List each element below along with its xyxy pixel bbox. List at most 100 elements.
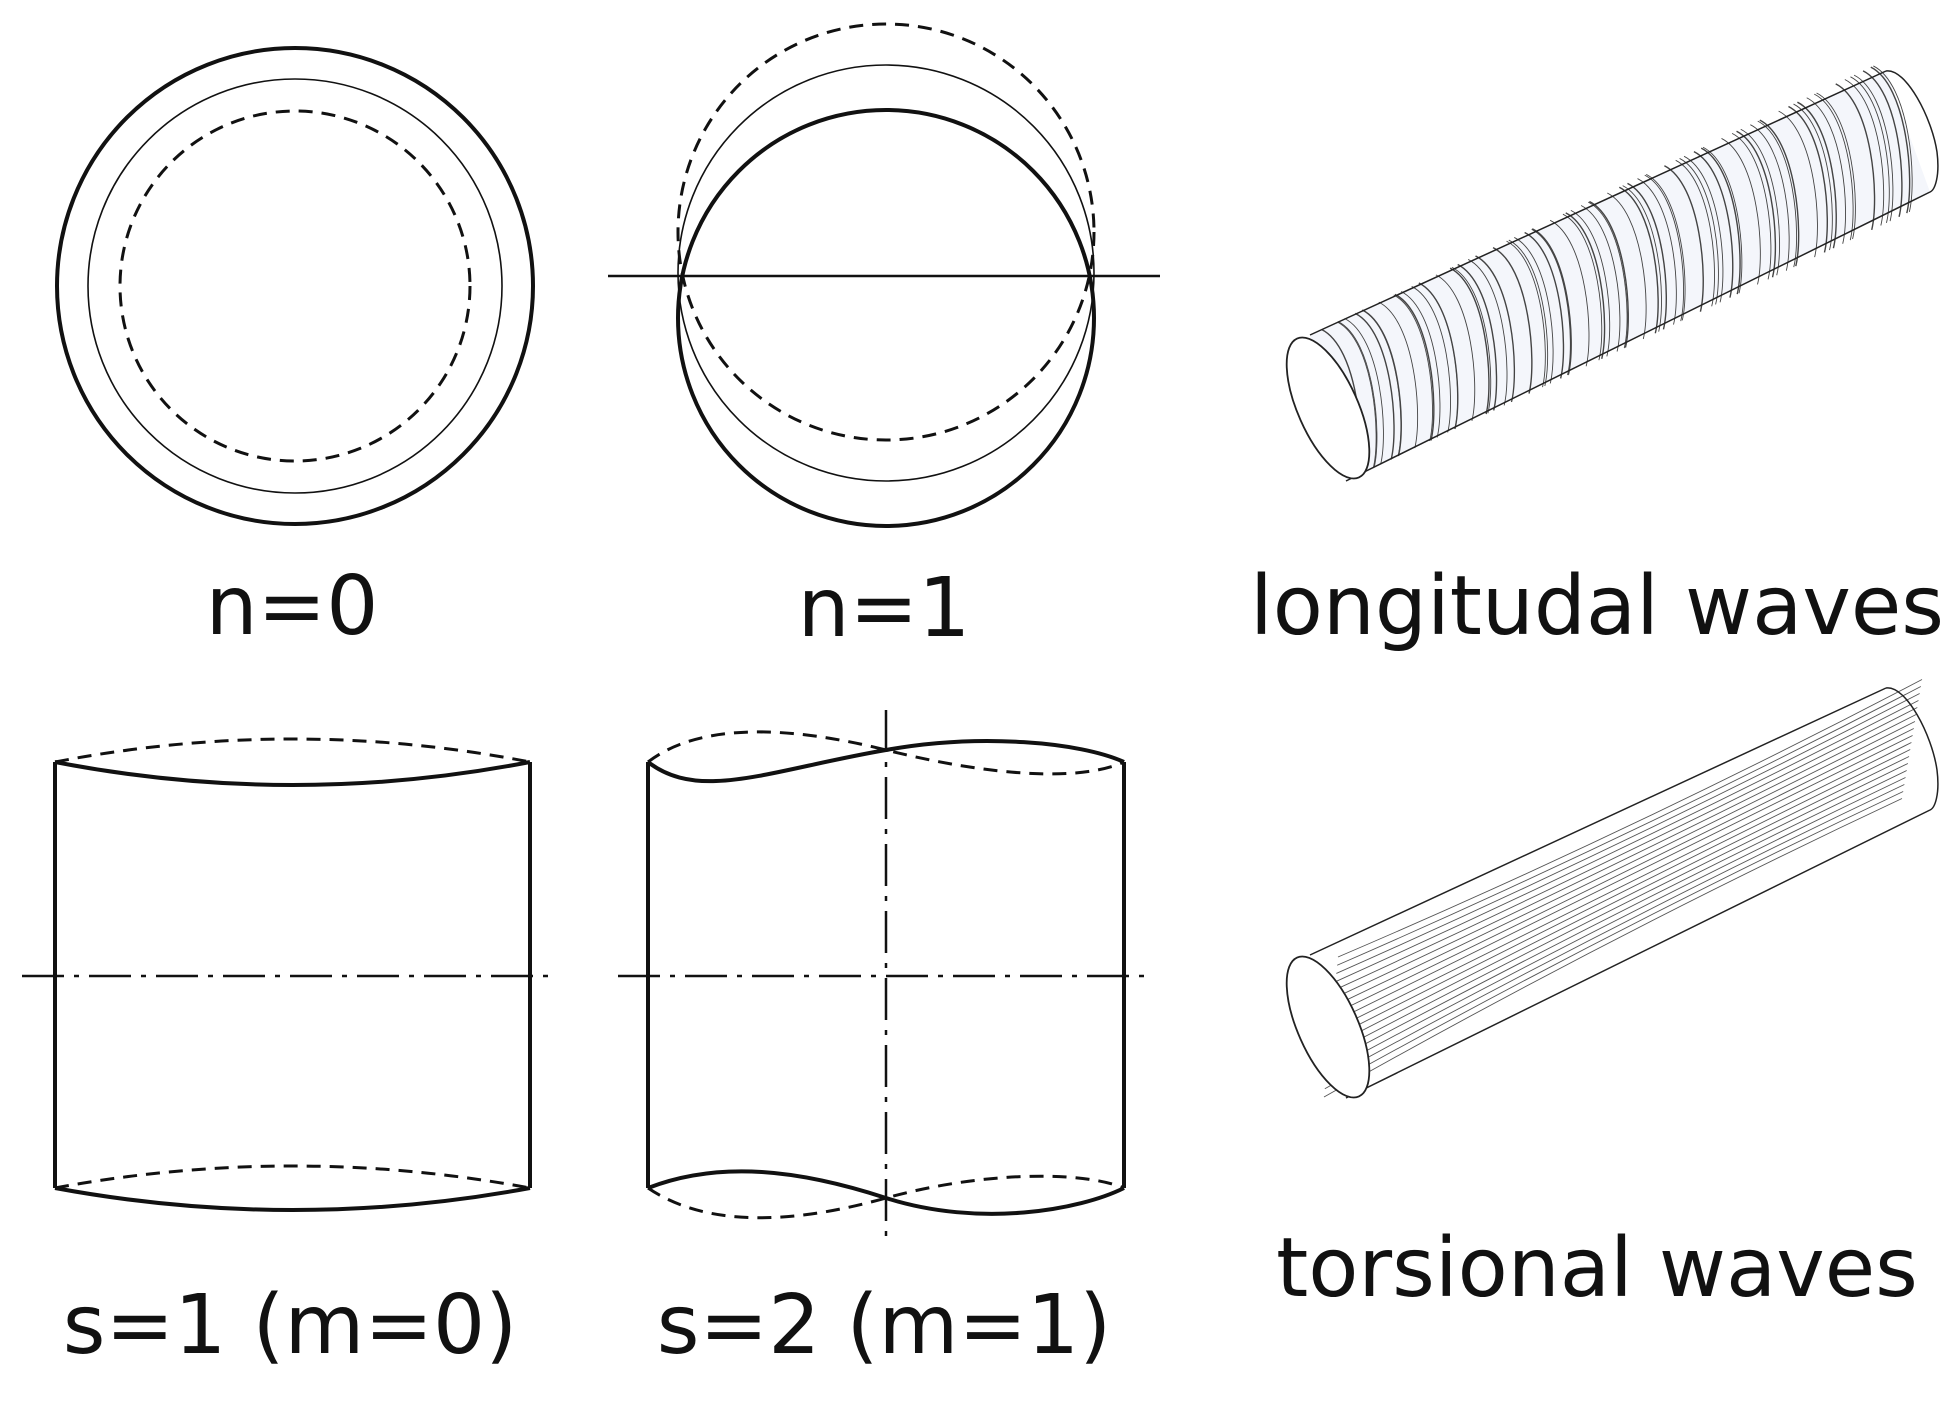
- label-n0: n=0: [205, 559, 379, 654]
- longitudinal-ring-line: [1693, 150, 1734, 298]
- longitudinal-ring-line: [1844, 79, 1885, 226]
- torsional-helix-line: [1329, 749, 1911, 1040]
- longitudinal-ring-line: [1797, 101, 1837, 249]
- longitudinal-ring-line: [1337, 321, 1378, 468]
- longitudinal-ring-line: [1580, 205, 1621, 352]
- longitudinal-ring-line: [1400, 291, 1441, 438]
- torsional-helix-line: [1323, 798, 1903, 1098]
- n0-reference-circle: [87, 78, 503, 494]
- longitudinal-ring-line: [1449, 267, 1490, 415]
- mode-s1-figure: [22, 737, 552, 1212]
- torsional-rod-far-end: [1885, 687, 1939, 811]
- longitudinal-ring-line: [1467, 259, 1508, 406]
- longitudinal-ring-line: [1549, 219, 1590, 367]
- n1-reference-circle: [677, 64, 1095, 482]
- longitudinal-ring-line: [1378, 301, 1419, 449]
- longitudinal-ring-line: [1675, 159, 1715, 307]
- s2-bottom-dashed-wave: [647, 1174, 1125, 1220]
- label-n1: n=1: [797, 561, 971, 656]
- torsional-helix-line: [1333, 714, 1917, 999]
- torsional-twist-lines: [1323, 679, 1923, 1098]
- longitudinal-ring-line: [1778, 110, 1818, 258]
- longitudinal-ring-line: [1531, 228, 1572, 376]
- longitudinal-ring-line: [1736, 130, 1777, 278]
- longitudinal-ring-line: [1570, 209, 1611, 357]
- s1-bottom-dashed-arc: [54, 1164, 531, 1190]
- longitudinal-ring-line: [1702, 146, 1743, 294]
- mode-n1-figure: [608, 22, 1160, 528]
- longitudinal-ring-line: [1337, 321, 1377, 469]
- longitudinal-rod-figure: [1285, 65, 1939, 482]
- torsional-helix-line: [1337, 686, 1922, 966]
- longitudinal-ring-line: [1562, 213, 1603, 361]
- torsional-helix-line: [1336, 693, 1920, 974]
- longitudinal-ring-line: [1618, 186, 1659, 334]
- longitudinal-ring-line: [1524, 231, 1565, 379]
- longitudinal-ring-line: [1607, 192, 1647, 340]
- longitudinal-compression-lines: [1321, 65, 1913, 476]
- torsional-helix-line: [1335, 700, 1919, 983]
- n1-upper-dashed-circle: [676, 22, 1096, 442]
- torsional-helix-line: [1330, 742, 1912, 1032]
- longitudinal-ring-line: [1506, 240, 1546, 388]
- n0-outer-circle: [55, 46, 535, 526]
- torsional-rod-bottom-edge: [1345, 809, 1931, 1099]
- longitudinal-ring-line: [1588, 201, 1628, 349]
- label-longitudinal-waves: longitudal waves: [1249, 559, 1945, 654]
- longitudinal-ring-line: [1508, 239, 1549, 387]
- longitudinal-ring-line: [1627, 182, 1667, 330]
- longitudinal-ring-line: [1873, 65, 1913, 213]
- longitudinal-ring-line: [1411, 286, 1451, 433]
- longitudinal-ring-line: [1870, 66, 1911, 214]
- s1-top-solid-arc: [54, 760, 531, 787]
- longitudinal-ring-line: [1793, 103, 1833, 251]
- longitudinal-ring-line: [1344, 318, 1384, 465]
- longitudinal-ring-line: [1853, 74, 1894, 222]
- torsional-helix-line: [1337, 679, 1923, 958]
- longitudinal-ring-line: [1862, 70, 1903, 217]
- longitudinal-ring-line: [1806, 97, 1846, 244]
- torsional-rod-figure: [1285, 679, 1939, 1099]
- longitudinal-ring-line: [1740, 128, 1781, 276]
- longitudinal-ring-line: [1759, 119, 1800, 267]
- mode-s2-figure: [618, 710, 1148, 1236]
- longitudinal-ring-line: [1492, 246, 1533, 394]
- longitudinal-ring-line: [1683, 155, 1724, 303]
- longitudinal-rod-front-end: [1285, 336, 1371, 480]
- longitudinal-rod-bottom-edge: [1345, 191, 1931, 482]
- n0-inner-dashed-circle: [118, 109, 472, 463]
- longitudinal-ring-line: [1814, 93, 1854, 241]
- torsional-helix-line: [1327, 770, 1907, 1065]
- torsional-helix-line: [1334, 707, 1918, 991]
- label-s2: s=2 (m=1): [656, 1278, 1112, 1373]
- longitudinal-rod-far-end: [1885, 70, 1939, 193]
- longitudinal-ring-line: [1816, 92, 1856, 240]
- longitudinal-ring-line: [1565, 212, 1606, 360]
- longitudinal-ring-line: [1721, 138, 1761, 285]
- longitudinal-ring-line: [1700, 147, 1741, 295]
- label-torsional-waves: torsional waves: [1276, 1221, 1918, 1316]
- s1-bottom-solid-arc: [54, 1186, 531, 1212]
- longitudinal-ring-line: [1850, 76, 1890, 223]
- longitudinal-ring-line: [1664, 165, 1704, 312]
- longitudinal-ring-line: [1646, 173, 1686, 321]
- longitudinal-ring-line: [1679, 158, 1719, 305]
- torsional-helix-line: [1332, 728, 1914, 1016]
- longitudinal-ring-line: [1451, 266, 1492, 414]
- torsional-rod-front-end: [1285, 955, 1371, 1099]
- longitudinal-ring-line: [1835, 83, 1876, 231]
- longitudinal-ring-line: [1731, 132, 1772, 280]
- longitudinal-ring-line: [1393, 294, 1433, 442]
- longitudinal-ring-line: [1362, 309, 1402, 457]
- longitudinal-ring-line: [1637, 178, 1677, 325]
- longitudinal-ring-line: [1750, 124, 1790, 271]
- longitudinal-ring-line: [1622, 185, 1662, 332]
- s1-top-dashed-arc: [54, 737, 531, 764]
- torsional-helix-line: [1328, 756, 1910, 1048]
- torsional-helix-line: [1324, 791, 1904, 1090]
- longitudinal-ring-line: [1514, 237, 1554, 384]
- longitudinal-ring-line: [1589, 200, 1629, 348]
- torsional-helix-line: [1331, 735, 1913, 1024]
- torsional-helix-line: [1332, 721, 1916, 1007]
